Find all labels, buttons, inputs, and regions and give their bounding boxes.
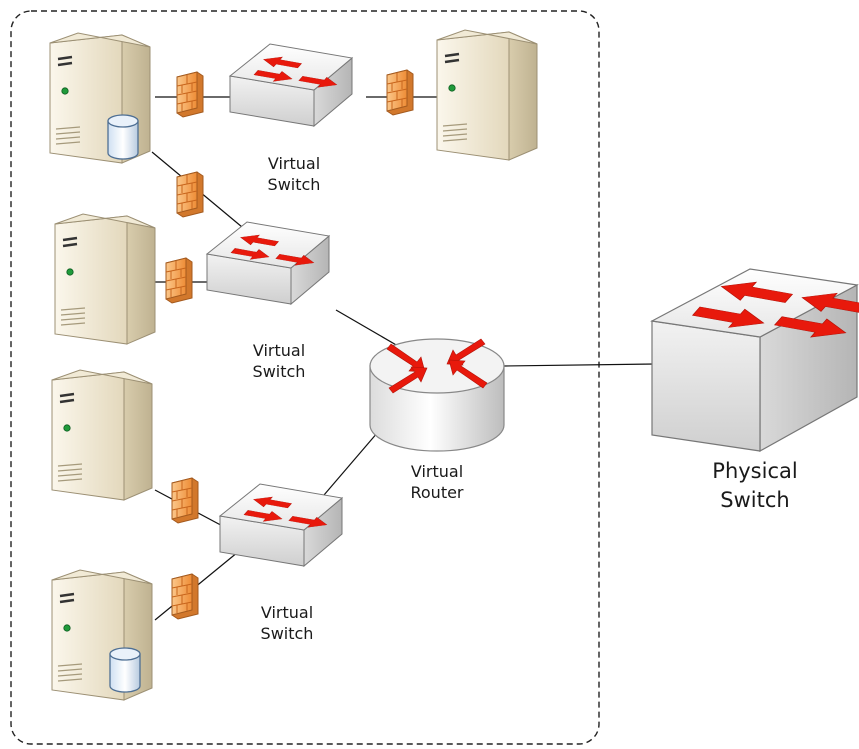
- label-line: Switch: [260, 623, 314, 643]
- label-virtual-switch-top: Virtual Switch: [254, 154, 334, 196]
- label-virtual-switch-bottom: Virtual Switch: [247, 603, 327, 645]
- label-virtual-router: Virtual Router: [397, 462, 477, 504]
- firewall-icon: [171, 477, 199, 524]
- label-line: Virtual: [410, 462, 464, 481]
- label-line: Virtual: [267, 154, 321, 173]
- virtual-network-boundary: [10, 10, 600, 745]
- label-line: Router: [410, 482, 464, 502]
- server-icon: [53, 212, 161, 348]
- label-line: Virtual: [252, 341, 306, 360]
- label-line: Switch: [252, 361, 306, 381]
- label-line: Switch: [720, 488, 790, 513]
- server-icon: [50, 368, 158, 504]
- firewall-icon: [171, 573, 199, 620]
- label-line: Physical: [712, 459, 798, 483]
- database-icon: [109, 647, 141, 693]
- firewall-icon: [176, 71, 204, 118]
- firewall-icon: [165, 257, 193, 304]
- label-line: Switch: [267, 174, 321, 194]
- firewall-icon: [386, 69, 414, 116]
- virtual-router-icon: [369, 338, 505, 452]
- server-icon: [435, 28, 543, 164]
- label-physical-switch: Physical Switch: [700, 457, 810, 516]
- virtual-switch-top-icon: [229, 43, 354, 127]
- virtual-switch-bottom-icon: [219, 483, 344, 567]
- physical-switch-icon: [650, 268, 859, 453]
- label-virtual-switch-middle: Virtual Switch: [239, 341, 319, 383]
- label-line: Virtual: [260, 603, 314, 622]
- firewall-icon: [176, 171, 204, 218]
- virtual-switch-middle-icon: [206, 221, 331, 305]
- database-icon: [107, 114, 139, 160]
